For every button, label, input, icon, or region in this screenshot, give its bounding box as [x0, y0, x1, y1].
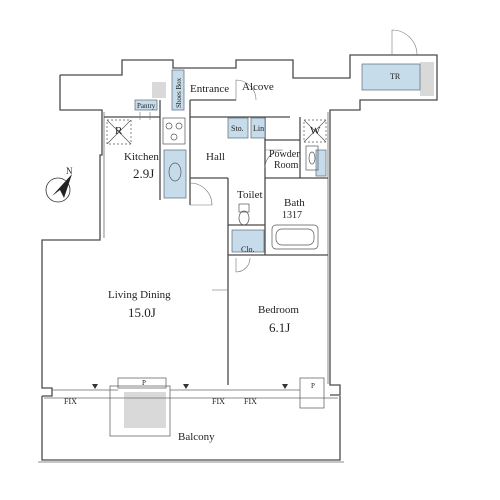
label-fix-2: FIX — [212, 397, 225, 406]
label-living-dining: Living Dining — [108, 289, 171, 301]
room-labels: Entrance Alcove TR Shoes Box Pantry R St… — [64, 72, 401, 443]
doors — [139, 29, 418, 291]
tr-storage — [361, 63, 421, 91]
outer-walls — [38, 54, 438, 463]
label-shoes-box: Shoes Box — [175, 77, 183, 108]
window-marker-icon — [92, 384, 98, 389]
toilet-fixture — [238, 203, 250, 226]
label-balcony: Balcony — [178, 431, 215, 443]
label-lin: Lin — [253, 124, 264, 133]
wall-storage — [315, 149, 327, 177]
label-clo: Clo. — [241, 245, 255, 254]
label-powder-room-1: Powder — [269, 149, 300, 160]
window-marker-icon — [183, 384, 189, 389]
pantry-storage — [134, 99, 158, 111]
label-p-right: P — [311, 382, 315, 390]
label-r: R — [115, 125, 123, 137]
lin-storage — [250, 117, 266, 139]
fridge-box — [106, 119, 132, 145]
label-fix-1: FIX — [64, 397, 77, 406]
bathtub-fixture — [271, 224, 319, 250]
clo-storage — [231, 229, 265, 253]
north-arrow-compass: N — [45, 166, 73, 203]
windows — [52, 384, 300, 391]
balcony-planter — [109, 385, 171, 437]
compass-north-label: N — [66, 166, 73, 176]
powder-sink-fixture — [305, 145, 319, 171]
kitchen-counter — [163, 149, 187, 199]
window-marker-icon — [282, 384, 288, 389]
label-bath: Bath — [284, 197, 305, 209]
shoes-box-storage — [171, 69, 185, 111]
fixtures — [106, 117, 327, 437]
sto-storage — [227, 117, 249, 139]
label-tr: TR — [390, 72, 401, 81]
label-sto: Sto. — [231, 124, 244, 133]
label-p-left: P — [142, 379, 146, 387]
label-living-dining-size: 15.0J — [128, 305, 156, 320]
label-toilet: Toilet — [237, 189, 263, 201]
label-powder-room-2: Room — [274, 160, 299, 171]
label-fix-3: FIX — [244, 397, 257, 406]
label-kitchen-size: 2.9J — [133, 166, 154, 181]
label-bedroom-size: 6.1J — [269, 320, 290, 335]
label-w: W — [310, 125, 321, 137]
label-hall: Hall — [206, 151, 225, 163]
label-entrance: Entrance — [190, 83, 229, 95]
stove-icon — [162, 117, 186, 145]
interior-walls — [104, 99, 328, 385]
washer-box — [303, 119, 327, 143]
label-bath-size: 1317 — [282, 210, 302, 221]
label-kitchen: Kitchen — [124, 151, 159, 163]
north-arrow-icon — [52, 174, 72, 198]
sink-icon — [168, 162, 182, 182]
label-alcove: Alcove — [242, 81, 274, 93]
label-bedroom: Bedroom — [258, 304, 299, 316]
label-pantry: Pantry — [137, 102, 156, 110]
storage-areas — [134, 63, 421, 253]
